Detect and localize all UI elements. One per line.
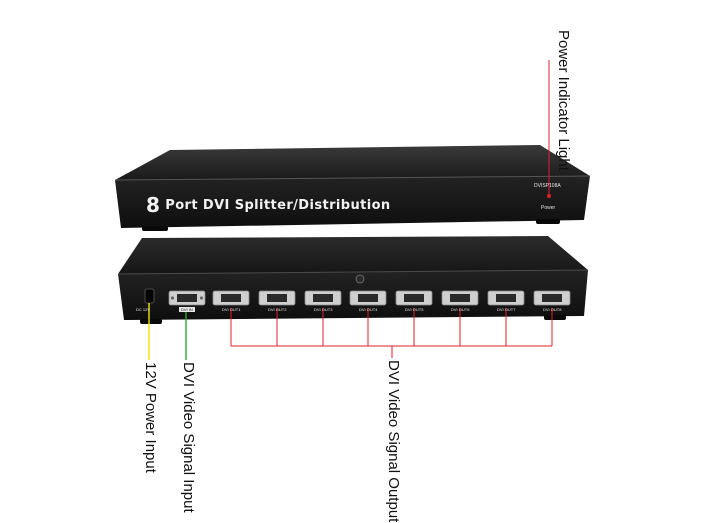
dvi-out-label: DVI OUT3 (314, 307, 333, 312)
dvi-out-port-8 (533, 290, 571, 306)
rear-foot-left (140, 319, 162, 324)
rear-unit (117, 236, 589, 324)
front-title-number: 8 (146, 193, 161, 217)
video-output-bracket (230, 308, 553, 358)
dvi-out-port-4 (349, 290, 387, 306)
dvi-out-label: DVI OUT7 (497, 307, 516, 312)
dvi-out-label: DVI OUT1 (222, 307, 241, 312)
front-title-text: Port DVI Splitter/Distribution (165, 198, 391, 213)
power-led-label: Power (541, 205, 556, 211)
dvi-in-label-tag (179, 307, 195, 312)
dvi-out-label: DVI OUT5 (405, 307, 424, 312)
front-foot-right (536, 219, 560, 224)
dvi-out-ports (212, 290, 571, 306)
video-output-callout: DVI Video Signal Output (385, 360, 402, 523)
rear-unit-top (118, 236, 588, 274)
callout-lines (148, 60, 553, 360)
dvi-out-label: DVI OUT4 (359, 307, 378, 312)
front-foot-left (142, 226, 168, 231)
dvi-out-label: DVI OUT2 (268, 307, 287, 312)
dvi-out-label: DVI OUT6 (451, 307, 470, 312)
front-unit-face (115, 176, 590, 228)
dvi-out-port-6 (441, 290, 479, 306)
dvi-out-port-1 (212, 290, 250, 306)
dvi-in-port (168, 290, 206, 312)
power-input-callout: 12V Power Input (142, 362, 159, 473)
front-panel-title: 8 Port DVI Splitter/Distribution (146, 193, 391, 217)
dvi-out-label: DVI OUT8 (543, 307, 562, 312)
rear-foot-right (544, 315, 566, 320)
dc-jack-label: DC 12V (136, 307, 151, 312)
front-unit (114, 145, 591, 231)
dvi-out-port-7 (487, 290, 525, 306)
model-number: DVISP108A (534, 183, 561, 189)
dvi-out-port-5 (395, 290, 433, 306)
dvi-out-port-3 (304, 290, 342, 306)
dvi-out-port-2 (258, 290, 296, 306)
ground-screw (355, 274, 365, 284)
dc-jack (144, 288, 155, 304)
video-input-callout: DVI Video Signal Input (180, 362, 197, 513)
power-indicator-callout: Power Indicator Light (555, 30, 572, 171)
front-unit-top (115, 145, 590, 180)
dvi-in-label: DVI IN (181, 307, 193, 312)
